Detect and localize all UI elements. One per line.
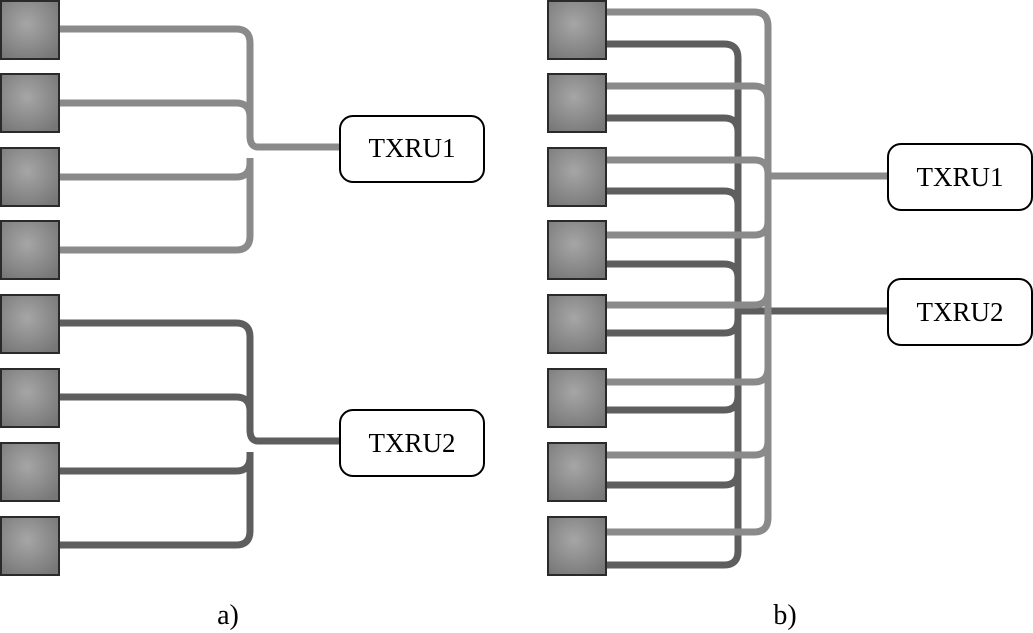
wire-b-elem6-txru2: [606, 395, 742, 414]
wire-a-elem3-txru1: [60, 162, 254, 181]
wire-a-elem5-txru2: [60, 319, 340, 445]
wire-a-elem1-txru1: [60, 25, 340, 151]
wire-b-elem5-txru2: [606, 318, 742, 337]
wire-b-elem7-txru1: [606, 440, 772, 459]
wire-b-elem2-txru2: [606, 114, 742, 133]
panel-a-antenna-elements: [0, 0, 60, 576]
panel-a-txru2-wires: [60, 319, 340, 549]
antenna-element: [547, 73, 607, 133]
antenna-element: [547, 0, 607, 60]
antenna-element: [547, 220, 607, 280]
panel-b-antenna-elements: [547, 0, 607, 576]
antenna-element: [0, 0, 60, 60]
wire-b-elem2-txru1: [606, 82, 772, 101]
antenna-element: [547, 147, 607, 207]
panel-b-txru2-label: TXRU2: [917, 297, 1004, 327]
antenna-element: [0, 147, 60, 207]
wire-b-elem6-txru1: [606, 367, 772, 386]
wire-b-elem4-txru2: [606, 260, 742, 279]
antenna-element: [547, 442, 607, 502]
wire-b-elem8-txru2: [606, 550, 742, 569]
antenna-element: [0, 516, 60, 576]
antenna-element: [0, 368, 60, 428]
panel-a-txru2-box: TXRU2: [339, 409, 485, 477]
panel-b: TXRU1 TXRU2 b): [547, 0, 1033, 631]
wire-b-elem7-txru2: [606, 470, 742, 489]
wire-b-elem1-txru1: [606, 8, 772, 27]
wire-a-elem8-txru2: [60, 452, 254, 549]
panel-b-txru1-box: TXRU1: [887, 143, 1033, 211]
antenna-element: [547, 516, 607, 576]
panel-a-txru1-label: TXRU1: [369, 133, 456, 163]
antenna-element: [547, 368, 607, 428]
wire-a-elem7-txru2: [60, 456, 254, 475]
panel-a-txru1-box: TXRU1: [339, 115, 485, 183]
wire-b-elem4-txru1: [606, 220, 772, 239]
panel-b-txru1-wires: [606, 8, 888, 536]
antenna-element: [547, 294, 607, 354]
panel-a-caption: a): [217, 600, 239, 631]
wire-b-elem3-txru1: [606, 156, 772, 175]
wire-a-elem2-txru1: [60, 99, 254, 118]
panel-b-caption: b): [773, 600, 796, 631]
wire-b-elem3-txru2: [606, 187, 742, 206]
panel-a-txru2-label: TXRU2: [369, 428, 456, 458]
antenna-element: [0, 73, 60, 133]
wire-a-elem6-txru2: [60, 393, 254, 412]
antenna-element: [0, 442, 60, 502]
antenna-element: [0, 220, 60, 280]
antenna-element: [0, 294, 60, 354]
panel-b-txru1-label: TXRU1: [917, 162, 1004, 192]
wire-b-elem8-txru1: [606, 517, 772, 536]
wire-b-elem1-txru2: [606, 40, 742, 59]
wire-a-elem4-txru1: [60, 158, 254, 254]
panel-b-txru2-box: TXRU2: [887, 278, 1033, 346]
wire-b-elem5-txru1: [606, 290, 772, 309]
panel-a-txru1-wires: [60, 25, 340, 254]
panel-a: TXRU1 TXRU2 a): [0, 0, 485, 631]
